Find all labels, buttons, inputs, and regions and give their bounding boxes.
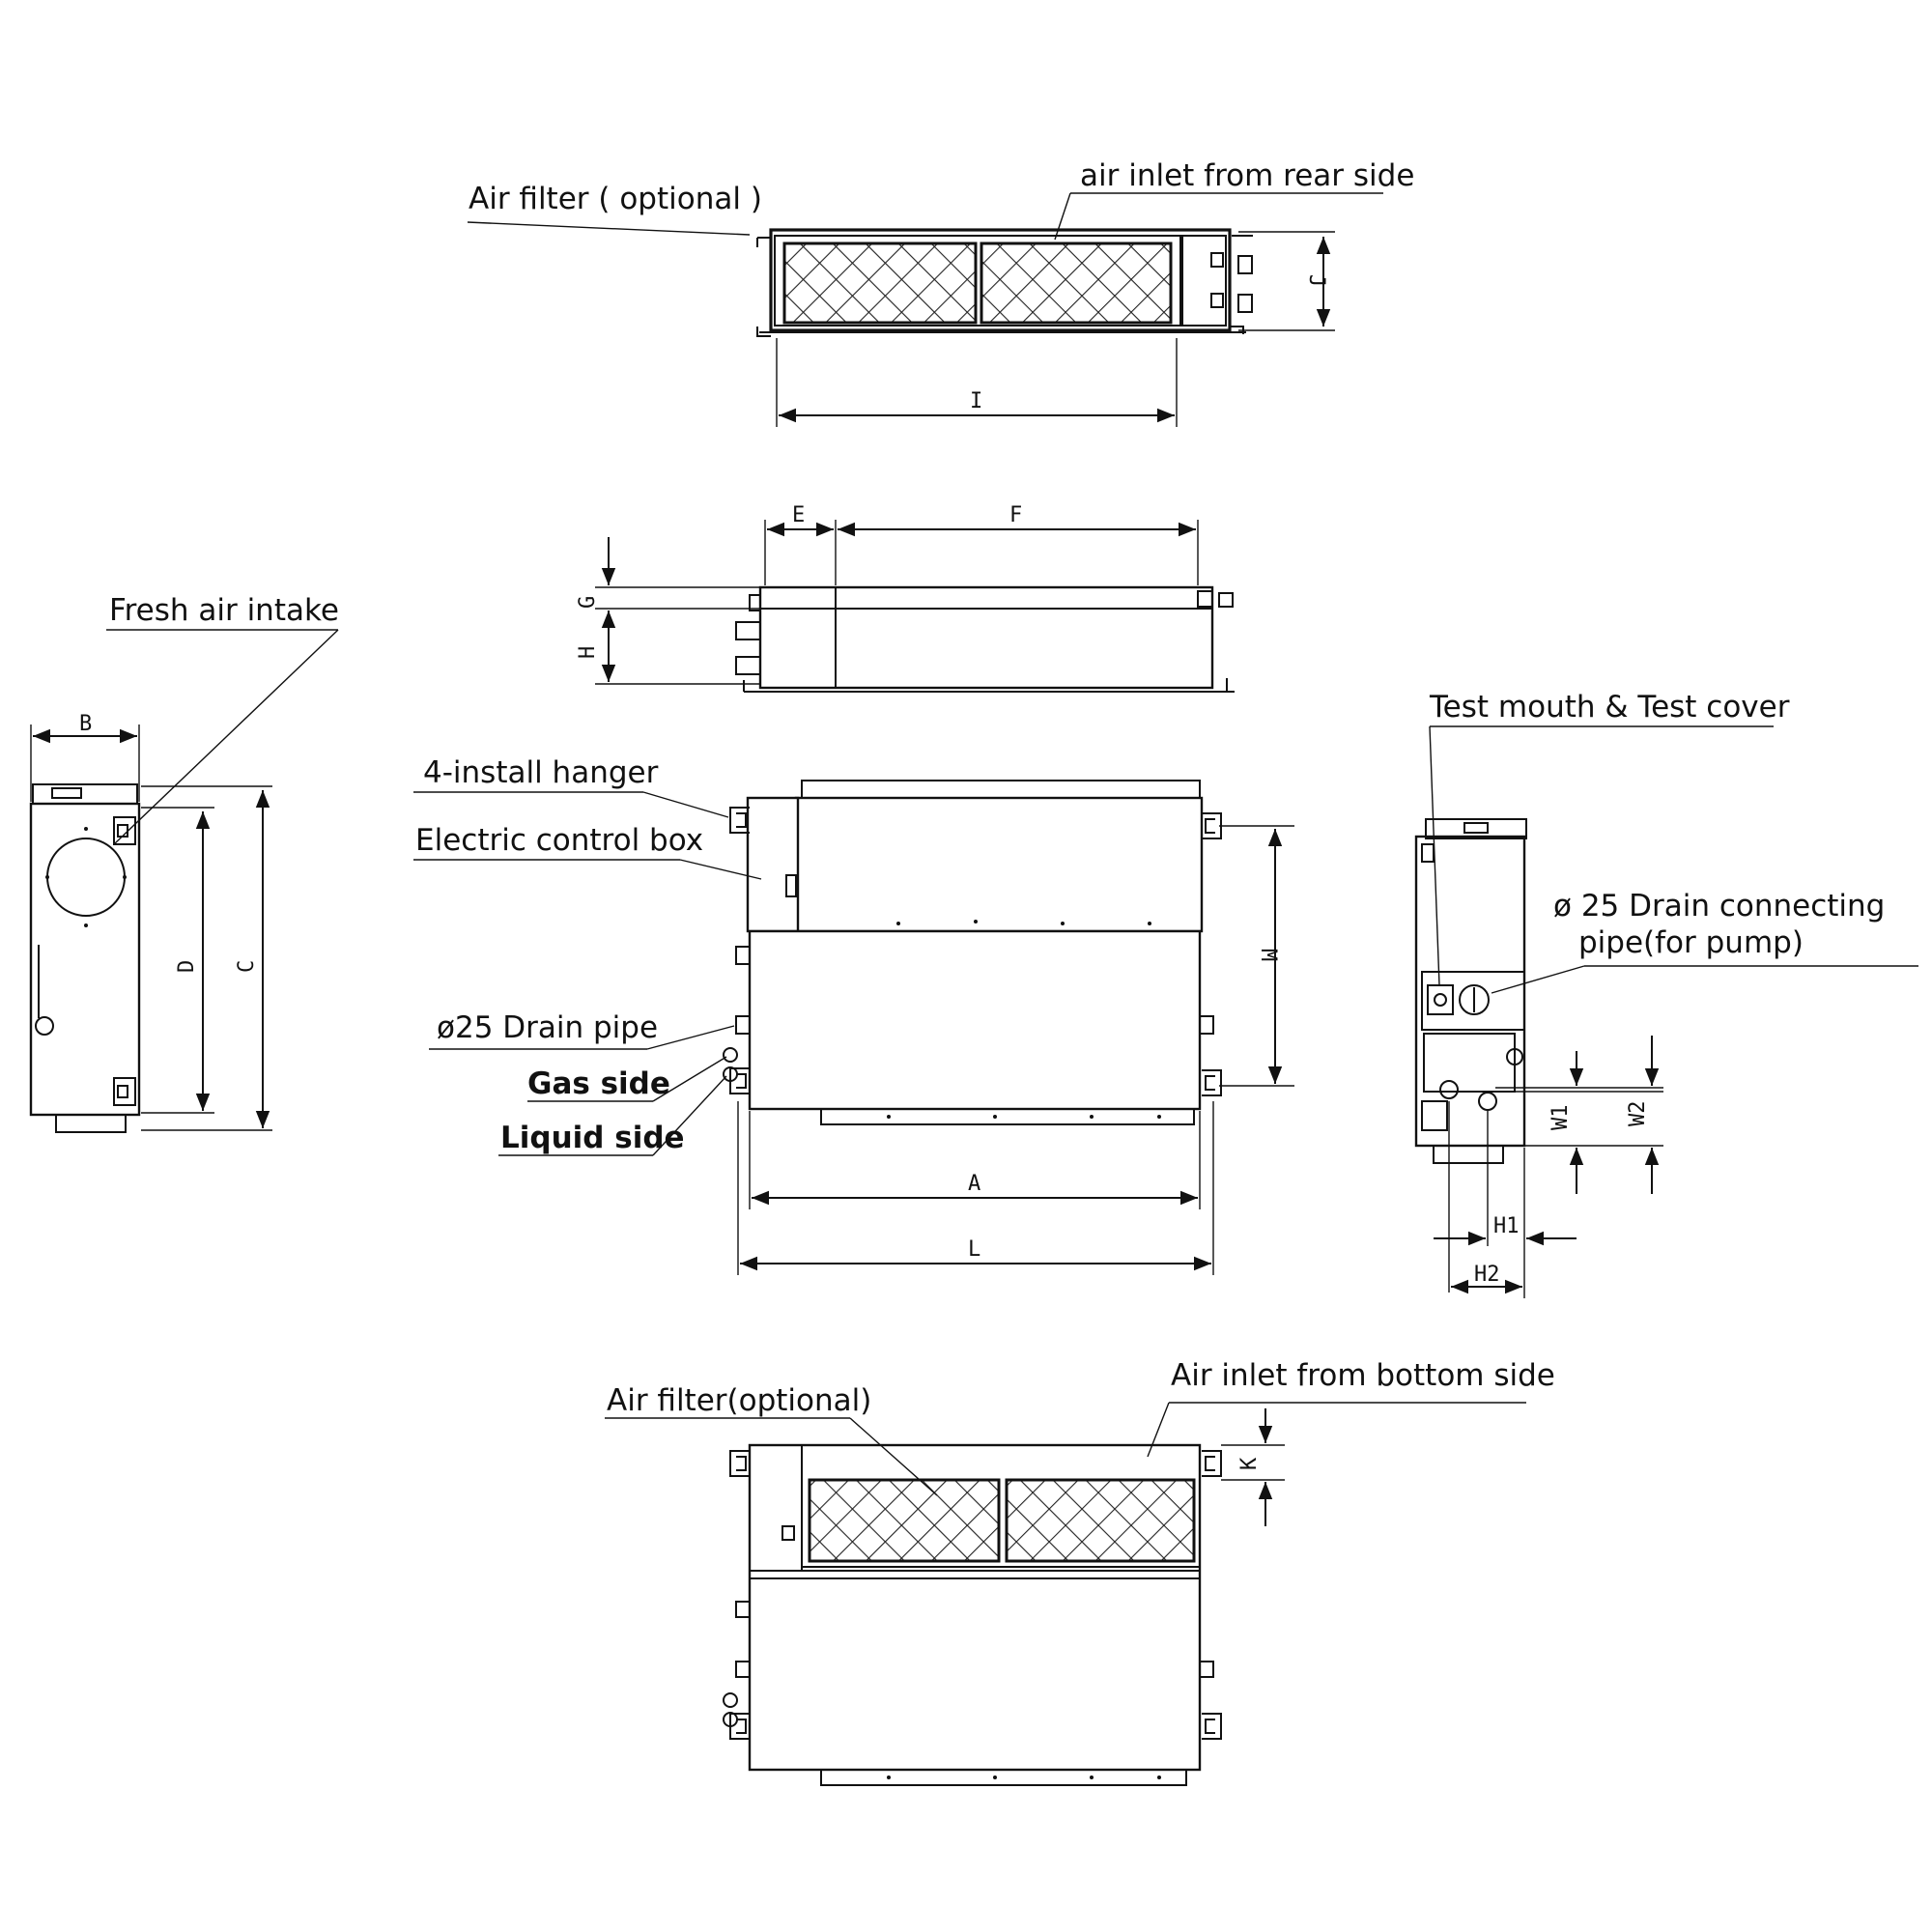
label-electric-control-box: Electric control box xyxy=(415,823,703,858)
liquid-side-connector xyxy=(723,1066,738,1082)
label-liquid-side: Liquid side xyxy=(500,1121,685,1155)
dim-label-D: D xyxy=(175,960,199,973)
dim-label-J: J xyxy=(1304,274,1328,287)
label-fresh-air-intake: Fresh air intake xyxy=(109,593,339,628)
label-drain-connecting-line1: ø 25 Drain connecting xyxy=(1553,889,1885,923)
test-mouth xyxy=(1427,984,1454,1015)
gas-side-connector xyxy=(723,1047,738,1063)
dim-label-C: C xyxy=(235,960,259,973)
dim-label-F: F xyxy=(1009,503,1022,527)
bottom-inlet-view: Air filter(optional) Air inlet from bott… xyxy=(605,1358,1555,1786)
dim-label-H2: H2 xyxy=(1474,1263,1500,1287)
rear-inlet-view: Air filter ( optional ) air inlet from r… xyxy=(467,158,1414,427)
label-air-inlet-bottom: Air inlet from bottom side xyxy=(1171,1358,1555,1393)
label-install-hanger: 4-install hanger xyxy=(423,755,659,790)
dim-label-A: A xyxy=(968,1172,980,1196)
install-hanger-top-left xyxy=(729,807,750,834)
install-hanger-bottom-right xyxy=(1202,1069,1222,1096)
label-air-filter-optional-top: Air filter ( optional ) xyxy=(469,182,762,216)
dim-label-H: H xyxy=(576,646,600,659)
label-air-filter-optional-bottom: Air filter(optional) xyxy=(607,1383,871,1418)
label-test-mouth: Test mouth & Test cover xyxy=(1429,690,1790,724)
bottom-filter-panel-right xyxy=(1005,1478,1196,1563)
rear-filter-panel-right xyxy=(980,242,1173,325)
label-drain-pipe: ø25 Drain pipe xyxy=(437,1010,658,1045)
dim-label-W1: W1 xyxy=(1548,1105,1573,1131)
main-plan-view: 4-install hanger Electric control box ø2… xyxy=(413,755,1294,1275)
dim-label-L: L xyxy=(968,1237,980,1262)
right-end-view: Test mouth & Test cover ø 25 Drain conne… xyxy=(1414,690,1918,1298)
dim-label-K: K xyxy=(1237,1457,1262,1470)
dim-label-E: E xyxy=(792,503,805,527)
dim-label-H1: H1 xyxy=(1493,1214,1520,1238)
dim-label-W2: W2 xyxy=(1626,1101,1650,1127)
label-air-inlet-rear: air inlet from rear side xyxy=(1080,158,1414,193)
rear-filter-panel-left xyxy=(782,242,978,325)
dim-label-G: G xyxy=(576,596,600,609)
dim-label-B: B xyxy=(79,712,92,736)
dim-label-M: M xyxy=(1256,949,1280,961)
dim-label-I: I xyxy=(970,389,982,413)
left-end-view: Fresh air intake B D C xyxy=(29,593,339,1133)
label-drain-connecting-line2: pipe(for pump) xyxy=(1578,925,1804,960)
bottom-filter-panel-left xyxy=(808,1478,1001,1563)
drain-connecting-pipe-pump xyxy=(1459,984,1490,1015)
label-gas-side: Gas side xyxy=(527,1066,670,1101)
side-elevation-view: E F G H xyxy=(576,503,1235,693)
install-hanger-top-right xyxy=(1202,812,1222,839)
